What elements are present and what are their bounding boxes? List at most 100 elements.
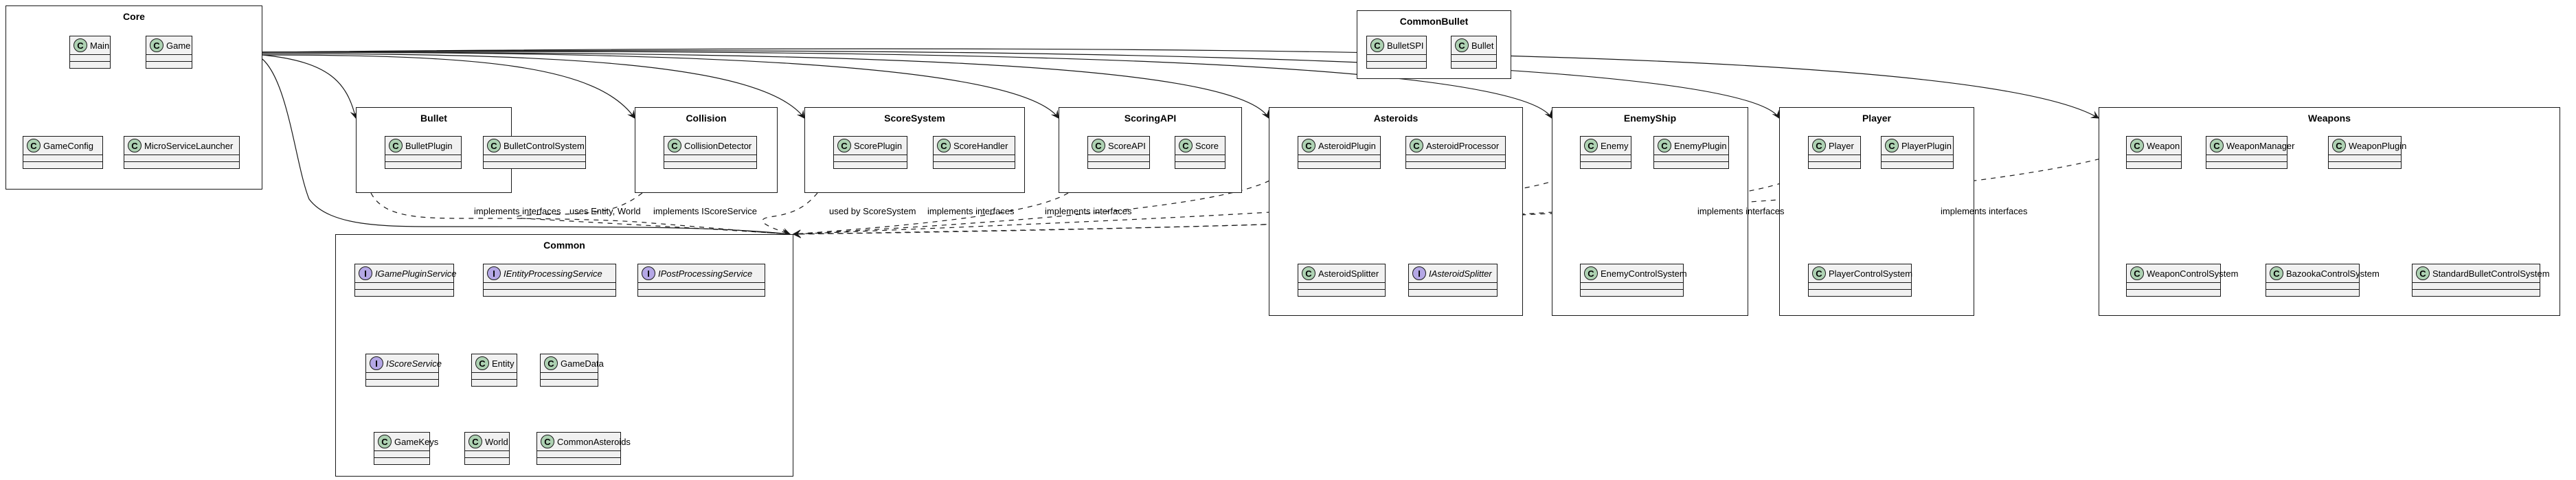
class-name: Main xyxy=(90,40,110,51)
class-icon: C xyxy=(1455,38,1469,52)
package-title: ScoringAPI xyxy=(1124,113,1177,124)
class-name: MicroServiceLauncher xyxy=(144,140,234,151)
relation-label: used by ScoreSystem xyxy=(829,206,916,216)
class-icon: C xyxy=(1179,139,1193,152)
class-icon: C xyxy=(1302,266,1315,280)
class-icon: C xyxy=(74,38,87,52)
class-name: AsteroidPlugin xyxy=(1318,140,1376,151)
relation-core-to-asteroids xyxy=(262,52,1269,119)
class-icon: C xyxy=(1410,139,1423,152)
relation-label: implements interfaces xyxy=(1045,206,1132,216)
relation-label: uses Entity, World xyxy=(569,206,641,216)
class-icon: C xyxy=(2270,266,2283,280)
interface-icon: I xyxy=(370,356,383,370)
class-name: IGamePluginService xyxy=(375,268,457,279)
package-title: Common xyxy=(543,240,585,251)
class-name: Player xyxy=(1829,140,1854,151)
class-icon: C xyxy=(2130,266,2144,280)
class-name: AsteroidSplitter xyxy=(1318,268,1379,279)
class-name: WeaponControlSystem xyxy=(2147,268,2239,279)
class-icon: C xyxy=(128,139,142,152)
relation-core-to-score-system xyxy=(262,53,805,119)
class-name: World xyxy=(485,436,508,447)
class-icon: C xyxy=(2130,139,2144,152)
class-icon: C xyxy=(468,435,482,448)
class-icon: C xyxy=(1302,139,1315,152)
package-title: Player xyxy=(1862,113,1892,124)
class-name: EnemyControlSystem xyxy=(1601,268,1687,279)
class-name: BazookaControlSystem xyxy=(2286,268,2380,279)
class-name: PlayerControlSystem xyxy=(1829,268,1913,279)
class-name: Game xyxy=(166,40,191,51)
class-icon: C xyxy=(378,435,392,448)
class-name: GameConfig xyxy=(43,140,93,151)
relation-bullet-to-common xyxy=(370,192,791,238)
class-icon: C xyxy=(27,139,41,152)
interface-icon: I xyxy=(1412,266,1426,280)
class-name: IScoreService xyxy=(386,358,442,369)
class-name: Score xyxy=(1195,140,1219,151)
class-name: ScoreHandler xyxy=(953,140,1008,151)
relation-label: implements interfaces xyxy=(474,206,561,216)
class-icon: C xyxy=(668,139,681,152)
class-icon: C xyxy=(1812,266,1826,280)
class-name: CollisionDetector xyxy=(684,140,752,151)
interface-icon: I xyxy=(487,266,501,280)
class-name: EnemyPlugin xyxy=(1674,140,1727,151)
class-icon: C xyxy=(389,139,403,152)
class-name: WeaponPlugin xyxy=(2349,140,2407,151)
relation-core-to-enemy-ship xyxy=(262,51,1552,119)
class-icon: C xyxy=(487,139,501,152)
package-title: Core xyxy=(123,11,145,22)
class-name: BulletSPI xyxy=(1387,40,1424,51)
class-icon: C xyxy=(2416,266,2430,280)
class-name: WeaponManager xyxy=(2226,140,2295,151)
class-icon: C xyxy=(544,356,558,370)
class-name: ScorePlugin xyxy=(854,140,903,151)
relation-scoring-api-to-common xyxy=(792,192,1069,238)
relation-asteroids-to-common xyxy=(792,175,1278,238)
relation-core-to-weapons xyxy=(262,48,2100,119)
relation-core-to-bullet xyxy=(262,54,359,119)
class-name: Enemy xyxy=(1601,140,1629,151)
